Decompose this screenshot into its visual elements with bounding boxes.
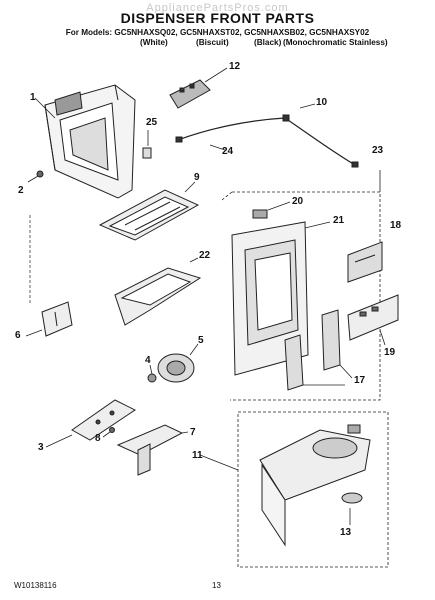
callout-17: 17 bbox=[354, 375, 366, 386]
part-5-motor bbox=[157, 343, 199, 383]
callout-5: 5 bbox=[198, 335, 204, 346]
variant-stainless: (Monochromatic Stainless) bbox=[283, 38, 388, 47]
callout-19: 19 bbox=[384, 347, 396, 358]
part-8-screw bbox=[102, 427, 115, 438]
part-6-bracket bbox=[25, 215, 73, 337]
part-22-tray bbox=[114, 257, 202, 326]
callout-23: 23 bbox=[372, 145, 384, 156]
callout-6: 6 bbox=[15, 330, 21, 341]
page-number: 13 bbox=[212, 581, 221, 590]
variant-biscuit: (Biscuit) bbox=[196, 38, 229, 47]
model-list: For Models: GC5NHAXSQ02, GC5NHAXST02, GC… bbox=[65, 28, 370, 37]
callout-3: 3 bbox=[38, 442, 44, 453]
callout-8: 8 bbox=[95, 433, 101, 444]
part-4-gear bbox=[147, 364, 157, 383]
part-2-screw bbox=[27, 170, 44, 183]
callout-10: 10 bbox=[316, 97, 328, 108]
callout-21: 21 bbox=[333, 215, 345, 226]
part-17-paddles bbox=[284, 309, 353, 391]
part-9-drip-tray bbox=[98, 181, 200, 241]
part-12-control-board bbox=[169, 67, 228, 109]
callout-1: 1 bbox=[30, 92, 36, 103]
page-title: DISPENSER FRONT PARTS bbox=[120, 10, 315, 26]
part-1-housing bbox=[34, 84, 136, 199]
variant-white: (White) bbox=[140, 38, 168, 47]
part-7-lever bbox=[116, 424, 189, 476]
part-11-assembly-box bbox=[199, 411, 389, 568]
callout-18: 18 bbox=[390, 220, 402, 231]
callout-4: 4 bbox=[145, 355, 151, 366]
part-25-clip bbox=[142, 130, 152, 159]
callout-25: 25 bbox=[146, 117, 158, 128]
callout-13: 13 bbox=[340, 527, 352, 538]
part-18-board bbox=[347, 241, 383, 283]
part-13-fitting bbox=[341, 492, 363, 525]
part-3-actuator bbox=[45, 399, 136, 448]
callout-11: 11 bbox=[192, 450, 203, 461]
callout-9: 9 bbox=[194, 172, 200, 183]
part-20-switch bbox=[252, 201, 291, 219]
document-number: W10138116 bbox=[14, 581, 57, 590]
watermark: AppliancePartsPros.com bbox=[146, 2, 289, 14]
part-11-ice-chute bbox=[259, 424, 371, 547]
callout-20: 20 bbox=[292, 196, 304, 207]
callout-24: 24 bbox=[222, 146, 234, 157]
part-10-wire-harness bbox=[175, 103, 359, 168]
part-23-assembly-box bbox=[221, 170, 381, 401]
callout-2: 2 bbox=[18, 185, 24, 196]
callout-22: 22 bbox=[199, 250, 211, 261]
callout-12: 12 bbox=[229, 61, 241, 72]
callout-7: 7 bbox=[190, 427, 196, 438]
variant-black: (Black) bbox=[254, 38, 282, 47]
part-19-membrane bbox=[347, 294, 399, 346]
part-21-front-panel bbox=[231, 221, 331, 376]
